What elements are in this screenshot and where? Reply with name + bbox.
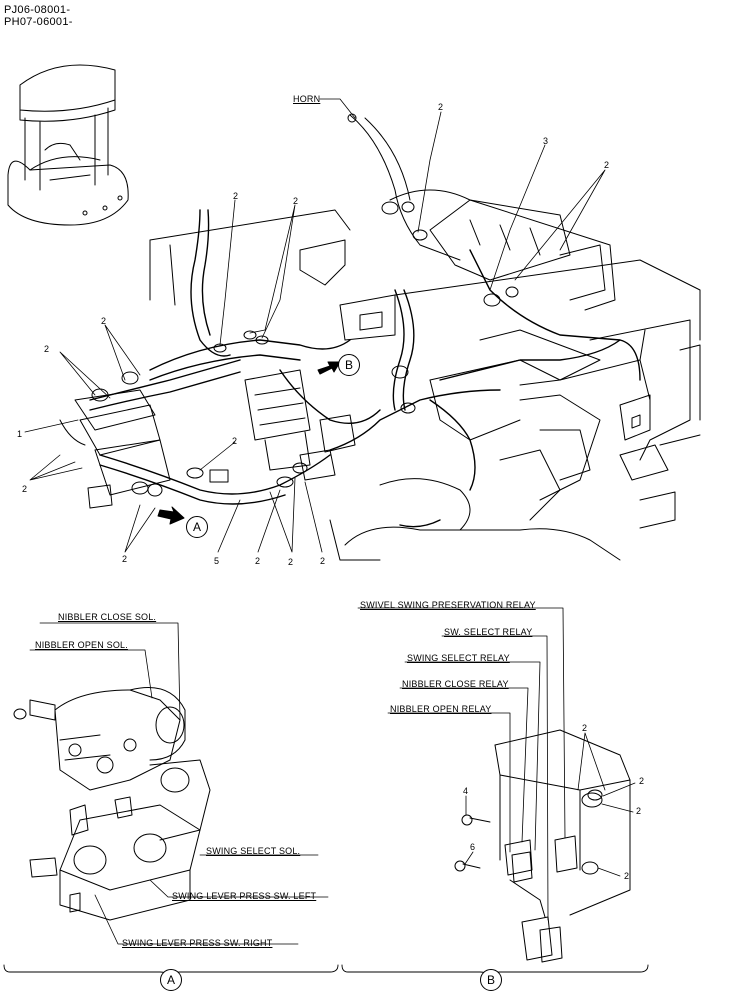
label-swivel-swing-preservation-relay: SWIVEL SWING PRESERVATION RELAY xyxy=(360,600,536,610)
view-marker-a: A xyxy=(186,516,208,538)
callout-2-b: 2 xyxy=(604,160,610,170)
callout-2-f: 2 xyxy=(44,344,50,354)
callout-2-i: 2 xyxy=(122,554,128,564)
label-nibbler-close-relay: NIBBLER CLOSE RELAY xyxy=(402,679,509,689)
detail-b-leaders xyxy=(357,607,636,921)
valve-cluster xyxy=(186,113,519,488)
callout-5: 5 xyxy=(214,556,220,566)
machine-body-outline xyxy=(149,114,701,561)
harness-lines xyxy=(89,209,641,528)
label-swing-select-sol: SWING SELECT SOL. xyxy=(206,846,301,856)
detail-a-solenoid-valve xyxy=(13,687,211,921)
label-swing-lever-press-sw-left: SWING LEVER PRESS SW. LEFT xyxy=(172,891,317,901)
label-horn: HORN xyxy=(293,94,321,104)
callout-2-e: 2 xyxy=(101,316,107,326)
callout-4: 4 xyxy=(463,786,469,796)
callout-2-c: 2 xyxy=(233,191,239,201)
detail-a-leaders xyxy=(29,622,329,945)
callout-2-g: 2 xyxy=(232,436,238,446)
main-leader-lines xyxy=(24,98,606,553)
solenoid-block-cluster xyxy=(59,371,171,509)
part-code-1: PJ06-08001- xyxy=(4,4,71,16)
callout-b-2-a: 2 xyxy=(582,723,588,733)
callout-3: 3 xyxy=(543,136,549,146)
callout-2-a: 2 xyxy=(438,102,444,112)
label-swing-select-relay: SWING SELECT RELAY xyxy=(407,653,510,663)
callout-2-d: 2 xyxy=(293,196,299,206)
callout-2-h: 2 xyxy=(22,484,28,494)
label-swing-lever-press-sw-right: SWING LEVER PRESS SW. RIGHT xyxy=(122,938,273,948)
view-arrows xyxy=(157,361,341,525)
part-code-2: PH07-06001- xyxy=(4,16,73,28)
label-sw-select-relay: SW. SELECT RELAY xyxy=(444,627,533,637)
callout-b-2-b: 2 xyxy=(639,776,645,786)
label-nibbler-open-relay: NIBBLER OPEN RELAY xyxy=(390,704,492,714)
detail-b-relay-bracket xyxy=(454,729,631,963)
callout-2-j: 2 xyxy=(255,556,261,566)
callout-2-k: 2 xyxy=(288,557,294,567)
label-nibbler-open-sol: NIBBLER OPEN SOL. xyxy=(35,640,128,650)
callout-1: 1 xyxy=(17,429,23,439)
label-nibbler-close-sol: NIBBLER CLOSE SOL. xyxy=(58,612,157,622)
detail-marker-b: B xyxy=(480,969,502,991)
view-brackets xyxy=(3,964,649,979)
callout-2-l: 2 xyxy=(320,556,326,566)
view-marker-b: B xyxy=(338,354,360,376)
callout-6: 6 xyxy=(470,842,476,852)
detail-marker-a: A xyxy=(160,969,182,991)
machine-thumbnail xyxy=(7,64,129,226)
callout-b-2-c: 2 xyxy=(636,806,642,816)
callout-b-2-d: 2 xyxy=(624,871,630,881)
